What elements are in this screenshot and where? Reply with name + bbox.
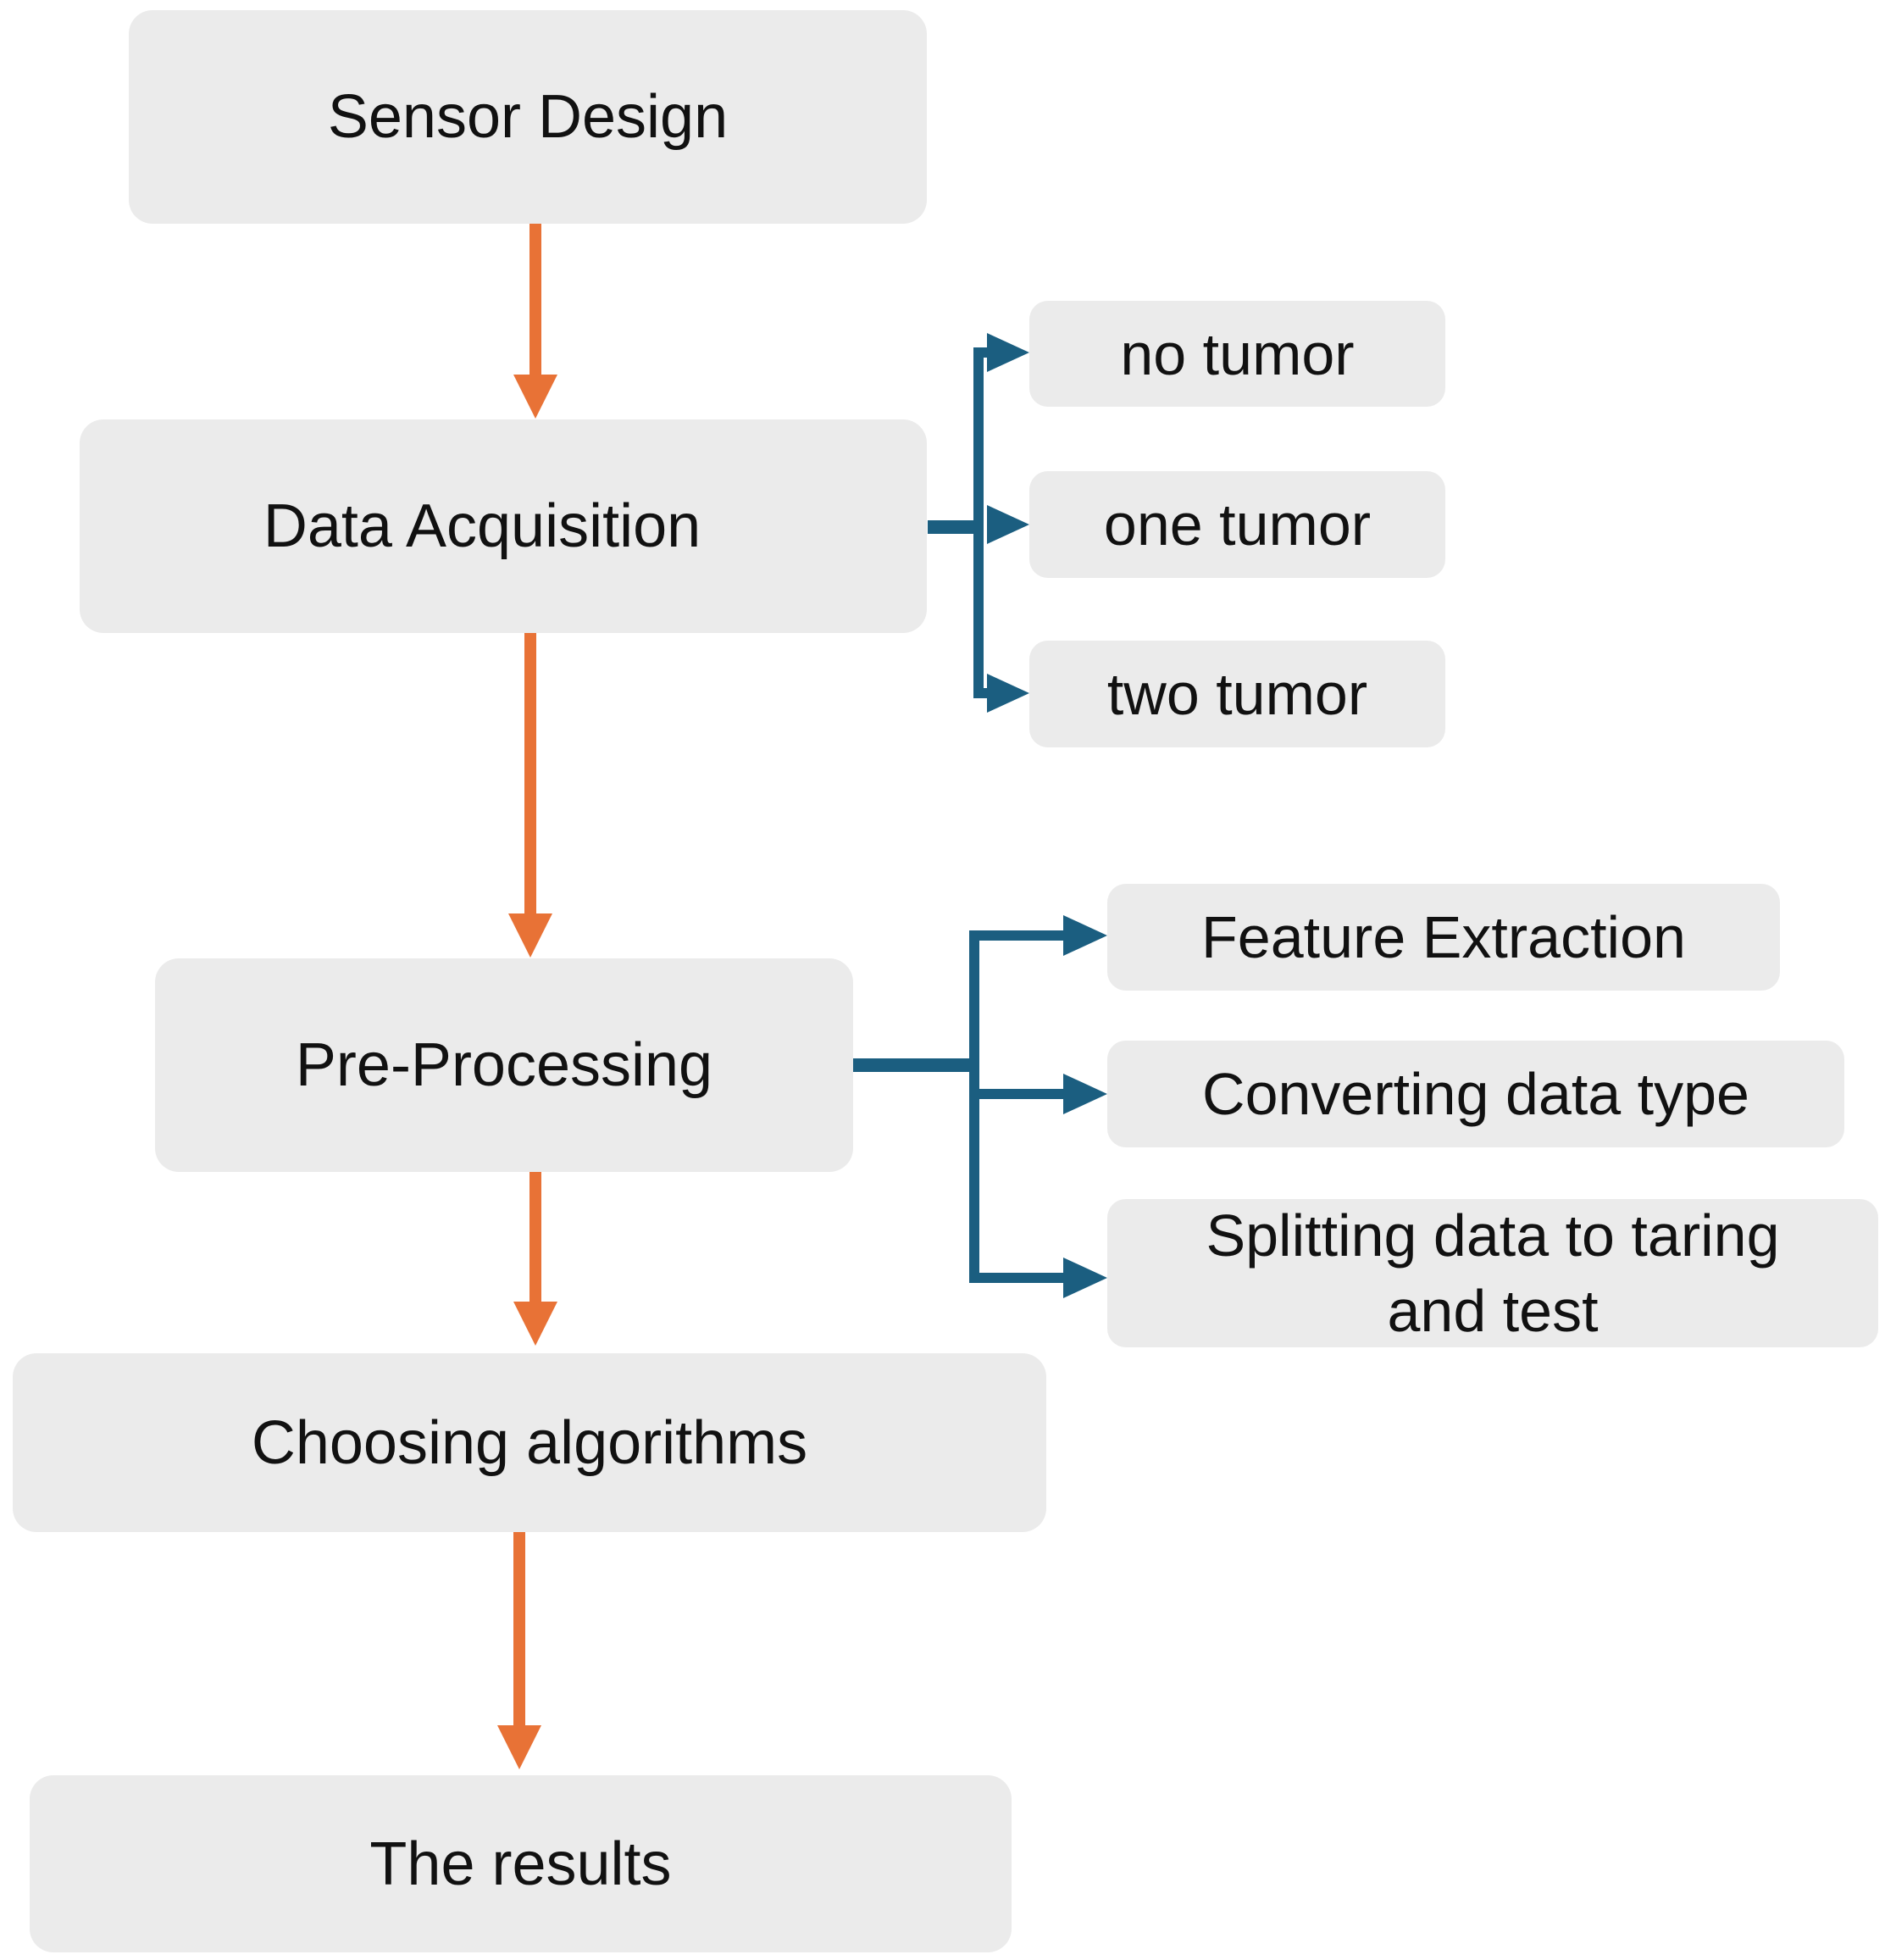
step-pre-processing-label: Pre-Processing: [295, 1031, 713, 1099]
branch-two-tumor-label: two tumor: [1106, 661, 1368, 727]
preprocessing-bracket: [969, 930, 1072, 1283]
branch-no-tumor: no tumor: [1029, 301, 1445, 407]
step-sensor-design-label: Sensor Design: [327, 83, 729, 151]
data-acquisition-branch-connectors: [928, 333, 1029, 713]
step-sensor-design: Sensor Design: [129, 10, 927, 224]
main-flow-arrows: [497, 222, 557, 1769]
branch-arrowhead-splitting-data: [1063, 1258, 1107, 1298]
branch-feature-extraction: Feature Extraction: [1107, 884, 1780, 991]
arrow-preprocessing-to-algorithms: [513, 1170, 557, 1346]
branch-one-tumor-label: one tumor: [1103, 491, 1372, 558]
branch-feature-extraction-label: Feature Extraction: [1201, 904, 1686, 970]
arrow-sensor-to-acquisition: [513, 222, 557, 419]
step-data-acquisition-label: Data Acquisition: [263, 492, 701, 560]
branch-arrowhead-no-tumor: [987, 333, 1029, 372]
arrow-algorithms-to-results: [497, 1531, 541, 1769]
branch-converting-data-type-label: Converting data type: [1202, 1061, 1749, 1127]
step-choosing-algorithms-label: Choosing algorithms: [251, 1408, 808, 1477]
arrow-acquisition-to-preprocessing: [508, 630, 552, 958]
step-pre-processing: Pre-Processing: [155, 958, 853, 1172]
branch-no-tumor-label: no tumor: [1120, 320, 1355, 387]
branch-two-tumor: two tumor: [1029, 641, 1445, 747]
step-results-label: The results: [369, 1830, 672, 1898]
branch-splitting-data: Splitting data to taring and test: [1107, 1199, 1878, 1347]
pre-processing-branch-connectors: [853, 915, 1107, 1298]
step-results: The results: [30, 1775, 1012, 1952]
branch-arrowhead-two-tumor: [987, 674, 1029, 713]
branch-one-tumor: one tumor: [1029, 471, 1445, 578]
branch-splitting-data-label: Splitting data to taring and test: [1206, 1202, 1780, 1344]
branch-arrowhead-one-tumor: [987, 505, 1029, 544]
branch-arrowhead-feature-extraction: [1063, 915, 1107, 956]
step-data-acquisition: Data Acquisition: [80, 419, 927, 633]
branch-converting-data-type: Converting data type: [1107, 1041, 1844, 1147]
step-choosing-algorithms: Choosing algorithms: [13, 1353, 1046, 1532]
branch-arrowhead-converting-data-type: [1063, 1074, 1107, 1114]
